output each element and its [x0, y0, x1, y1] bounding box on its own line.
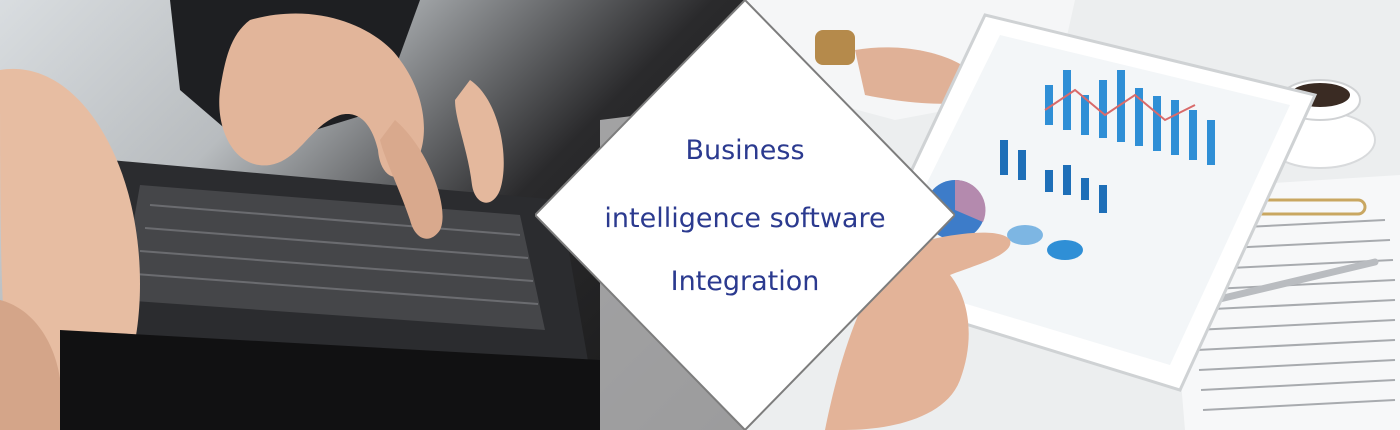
- headline-line-2: intelligence software: [604, 203, 886, 234]
- tablet-charts-illustration: [745, 0, 1400, 430]
- headline-diamond-panel: [533, 0, 957, 430]
- diamond-shape: [533, 0, 957, 430]
- tablet-charts-photo: [745, 0, 1400, 430]
- headline-line-1: Business: [685, 135, 805, 166]
- headline-line-3: Integration: [670, 266, 820, 297]
